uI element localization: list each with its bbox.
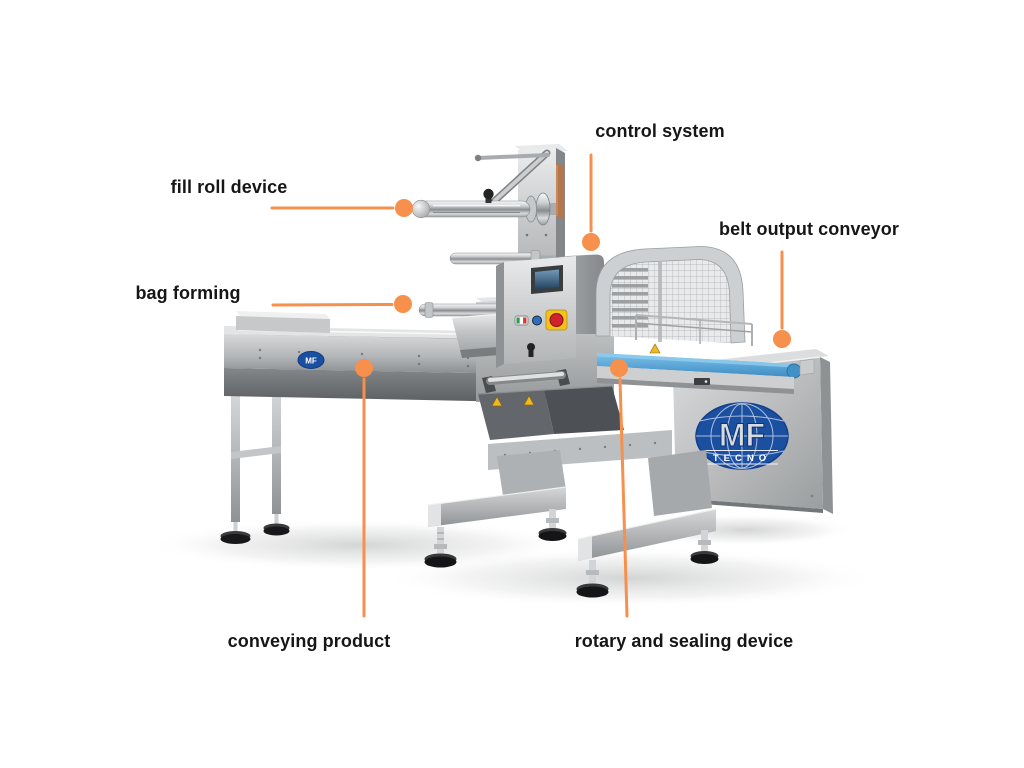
a-frame-front	[424, 450, 567, 568]
callout-dot-conveying-product	[355, 359, 373, 377]
callout-dot-control-system	[582, 233, 600, 251]
output-belt-conveyor	[597, 314, 815, 394]
label-bag-forming: bag forming	[135, 283, 241, 303]
top-bar	[476, 153, 550, 160]
callout-dot-belt-output-conveyor	[773, 330, 791, 348]
film-clamp-knob	[483, 188, 494, 200]
discharge-chutes	[477, 385, 624, 440]
callout-dot-bag-forming	[394, 295, 412, 313]
label-control-system: control system	[595, 121, 725, 141]
label-rotary-and-sealing-device: rotary and sealing device	[574, 631, 794, 651]
a-frame-rear	[576, 450, 719, 598]
mf-tecno-logo: MF TECNO	[695, 402, 789, 470]
panel-buttons	[514, 309, 568, 331]
belt-end-roller	[786, 363, 802, 379]
side-logo-text: MF	[305, 357, 317, 366]
sealing-arch-guard	[595, 246, 746, 344]
fill-roll-spindle	[411, 188, 556, 226]
infeed-conveyor: MF	[224, 311, 523, 402]
callout-line-bag-forming	[271, 303, 394, 307]
hmi-screen	[535, 269, 559, 290]
callout-dot-rotary-and-sealing-device	[610, 359, 628, 377]
side-mf-logo: MF	[297, 351, 325, 369]
warning-sticker	[491, 395, 535, 407]
infeed-legs	[220, 390, 290, 544]
handle-bar	[482, 369, 570, 393]
label-conveying-product: conveying product	[227, 631, 391, 651]
label-fill-roll-device: fill roll device	[170, 177, 288, 197]
callout-line-rotary-and-sealing-device	[618, 377, 629, 618]
belt-wire-guard	[635, 314, 753, 346]
emergency-stop-button	[549, 313, 564, 327]
panel-handle	[528, 347, 534, 357]
label-belt-output-conveyor: belt output conveyor	[718, 219, 900, 239]
heater-slats	[612, 268, 648, 328]
callout-dot-fill-roll-device	[395, 199, 413, 217]
output-cabinet: MF TECNO	[660, 349, 833, 514]
machine-base-frame	[424, 430, 719, 598]
ground-shadow	[145, 514, 880, 608]
logo-brand-text: MF	[719, 417, 765, 453]
copper-strip	[556, 163, 563, 219]
warning-sticker	[649, 343, 661, 354]
logo-subbrand-text: TECNO	[713, 453, 771, 464]
control-panel	[496, 256, 576, 368]
annotation-overlay	[270, 153, 791, 618]
